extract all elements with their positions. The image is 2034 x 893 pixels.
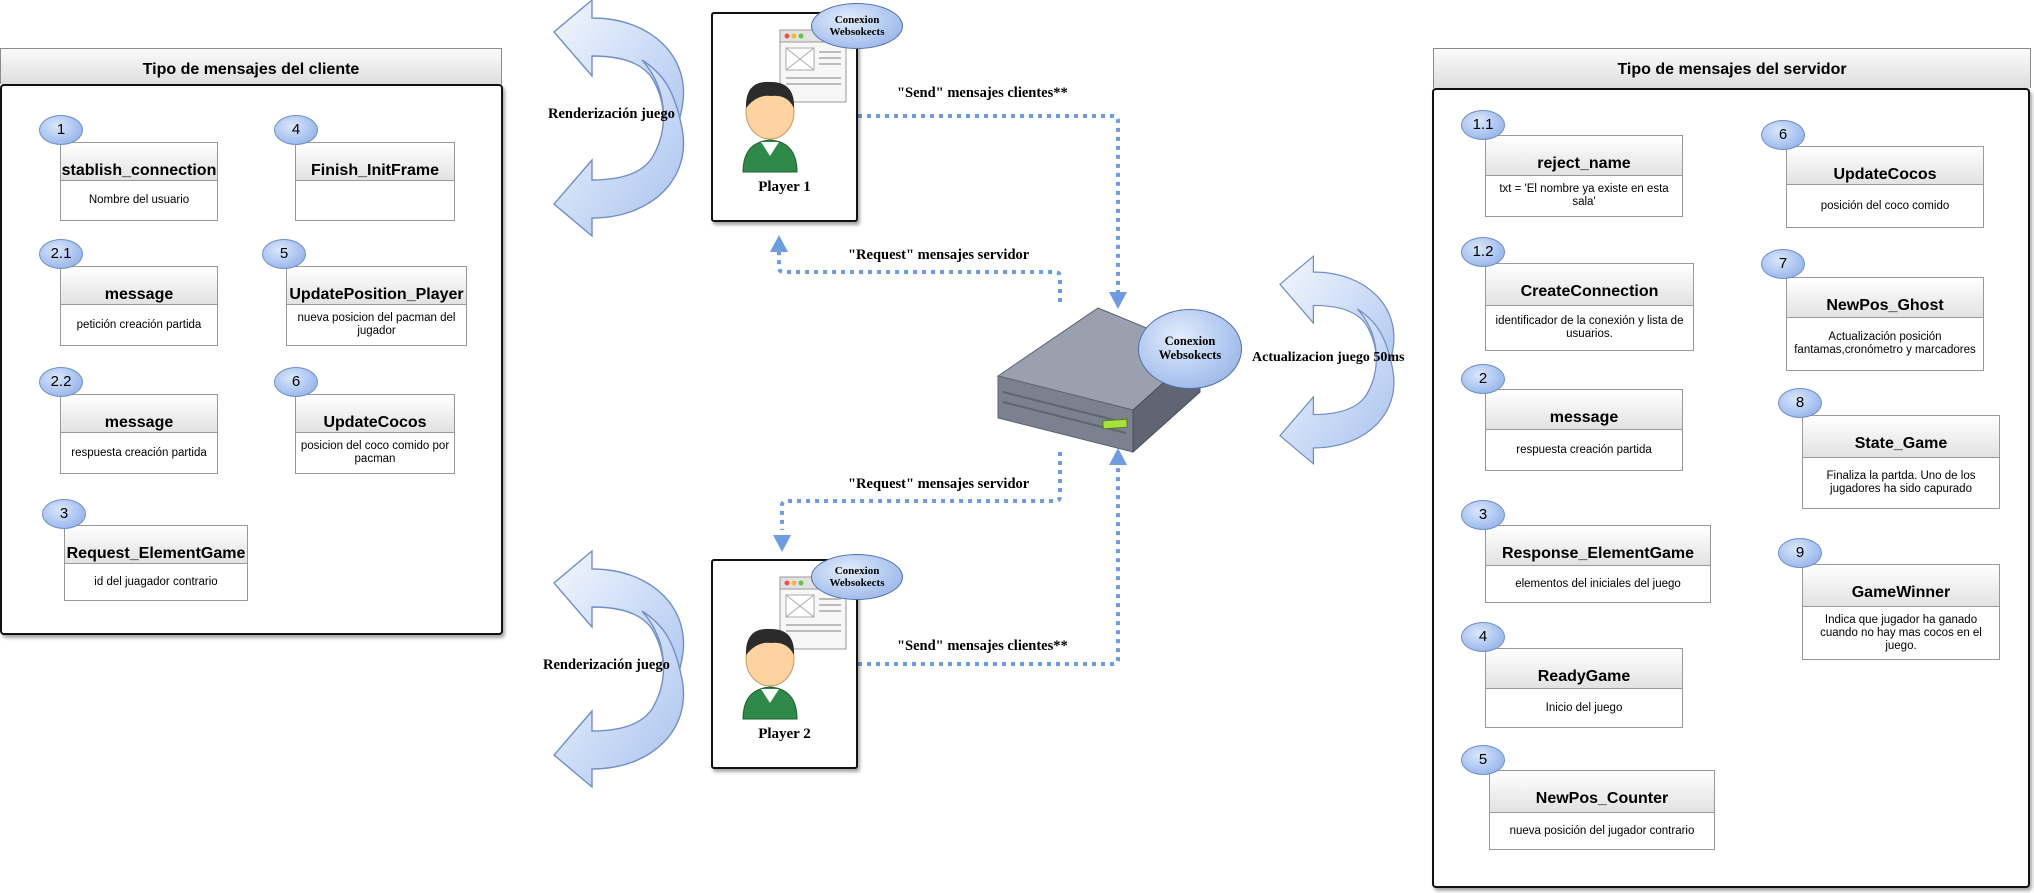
message-number-badge: 3 [1461, 500, 1505, 530]
arrowhead-up-player1 [770, 235, 788, 252]
message-name: UpdateCocos [1786, 146, 1984, 184]
message-desc: elementos del iniciales del juego [1485, 565, 1711, 603]
server-websocket-bubble: Conexion Websokects [1138, 309, 1242, 389]
message-desc: nueva posicion del pacman del jugador [286, 304, 467, 346]
server-panel-title: Tipo de mensajes del servidor [1433, 48, 2031, 88]
arrowhead-up-server-bottom [1109, 448, 1127, 465]
message-desc: posición del coco comido [1786, 184, 1984, 228]
message-desc: respuesta creación partida [60, 432, 218, 474]
request-label-player2: "Request" mensajes servidor [848, 476, 1030, 492]
message-name: stablish_connection [60, 142, 218, 180]
message-desc: Nombre del usuario [60, 180, 218, 221]
message-desc: Finaliza la partda. Uno de los jugadores… [1802, 457, 2000, 509]
request-connector-2 [780, 452, 1062, 530]
message-number-badge: 8 [1778, 388, 1822, 418]
message-number-badge: 2 [1461, 364, 1505, 394]
message-desc: id del juagador contrario [64, 563, 248, 601]
message-name: message [1485, 389, 1683, 429]
message-number-badge: 1.2 [1461, 237, 1505, 267]
message-number-badge: 5 [1461, 745, 1505, 775]
message-number-badge: 6 [1761, 120, 1805, 150]
player-name: Player 2 [758, 726, 811, 742]
message-name: Response_ElementGame [1485, 525, 1711, 565]
player-avatar-icon [742, 628, 798, 720]
message-number-badge: 7 [1761, 249, 1805, 279]
message-desc: identificador de la conexión y lista de … [1485, 305, 1694, 351]
message-desc: txt = 'El nombre ya existe en esta sala' [1485, 175, 1683, 217]
message-number-badge: 4 [1461, 622, 1505, 652]
message-name: State_Game [1802, 415, 2000, 457]
client-panel-title: Tipo de mensajes del cliente [0, 48, 502, 84]
arrowhead-down-server-top [1109, 292, 1127, 309]
message-name: message [60, 394, 218, 432]
message-desc: Indica que jugador ha ganado cuando no h… [1802, 606, 2000, 660]
player-name: Player 1 [758, 179, 811, 195]
message-desc: Inicio del juego [1485, 688, 1683, 728]
message-name: UpdateCocos [295, 394, 455, 432]
player-avatar-icon [742, 81, 798, 173]
message-desc: Actualización posición fantamas,cronómet… [1786, 317, 1984, 371]
message-number-badge: 1.1 [1461, 110, 1505, 140]
message-number-badge: 3 [42, 499, 86, 529]
message-number-badge: 9 [1778, 538, 1822, 568]
send-label-player1: "Send" mensajes clientes** [897, 85, 1068, 101]
player2-websocket-bubble: Conexion Websokects [811, 554, 903, 600]
render-label-player2: Renderización juego [543, 657, 670, 673]
arrowhead-down-player2 [773, 535, 791, 552]
message-desc: respuesta creación partida [1485, 429, 1683, 471]
message-name: ReadyGame [1485, 648, 1683, 688]
request-label-player1: "Request" mensajes servidor [848, 247, 1030, 263]
message-name: GameWinner [1802, 564, 2000, 606]
message-name: Finish_InitFrame [295, 142, 455, 180]
message-name: CreateConnection [1485, 263, 1694, 305]
message-name: Request_ElementGame [64, 525, 248, 563]
message-desc: nueva posición del jugador contrario [1489, 812, 1715, 850]
send-connector-2 [858, 462, 1120, 666]
message-number-badge: 2.2 [39, 367, 83, 397]
message-name: reject_name [1485, 135, 1683, 175]
send-label-player2: "Send" mensajes clientes** [897, 638, 1068, 654]
render-label-player1: Renderización juego [548, 106, 675, 122]
server-update-label: Actualizacion juego 50ms [1252, 350, 1405, 365]
message-number-badge: 2.1 [39, 239, 83, 269]
message-number-badge: 4 [274, 115, 318, 145]
message-desc [295, 180, 455, 221]
message-number-badge: 6 [274, 367, 318, 397]
message-desc: posicion del coco comido por pacman [295, 432, 455, 474]
message-number-badge: 1 [39, 115, 83, 145]
send-connector-1 [858, 114, 1120, 295]
message-desc: petición creación partida [60, 304, 218, 346]
message-name: NewPos_Ghost [1786, 277, 1984, 317]
message-name: message [60, 266, 218, 304]
message-number-badge: 5 [262, 239, 306, 269]
message-name: UpdatePosition_Player [286, 266, 467, 304]
message-name: NewPos_Counter [1489, 770, 1715, 812]
player1-websocket-bubble: Conexion Websokects [811, 3, 903, 49]
